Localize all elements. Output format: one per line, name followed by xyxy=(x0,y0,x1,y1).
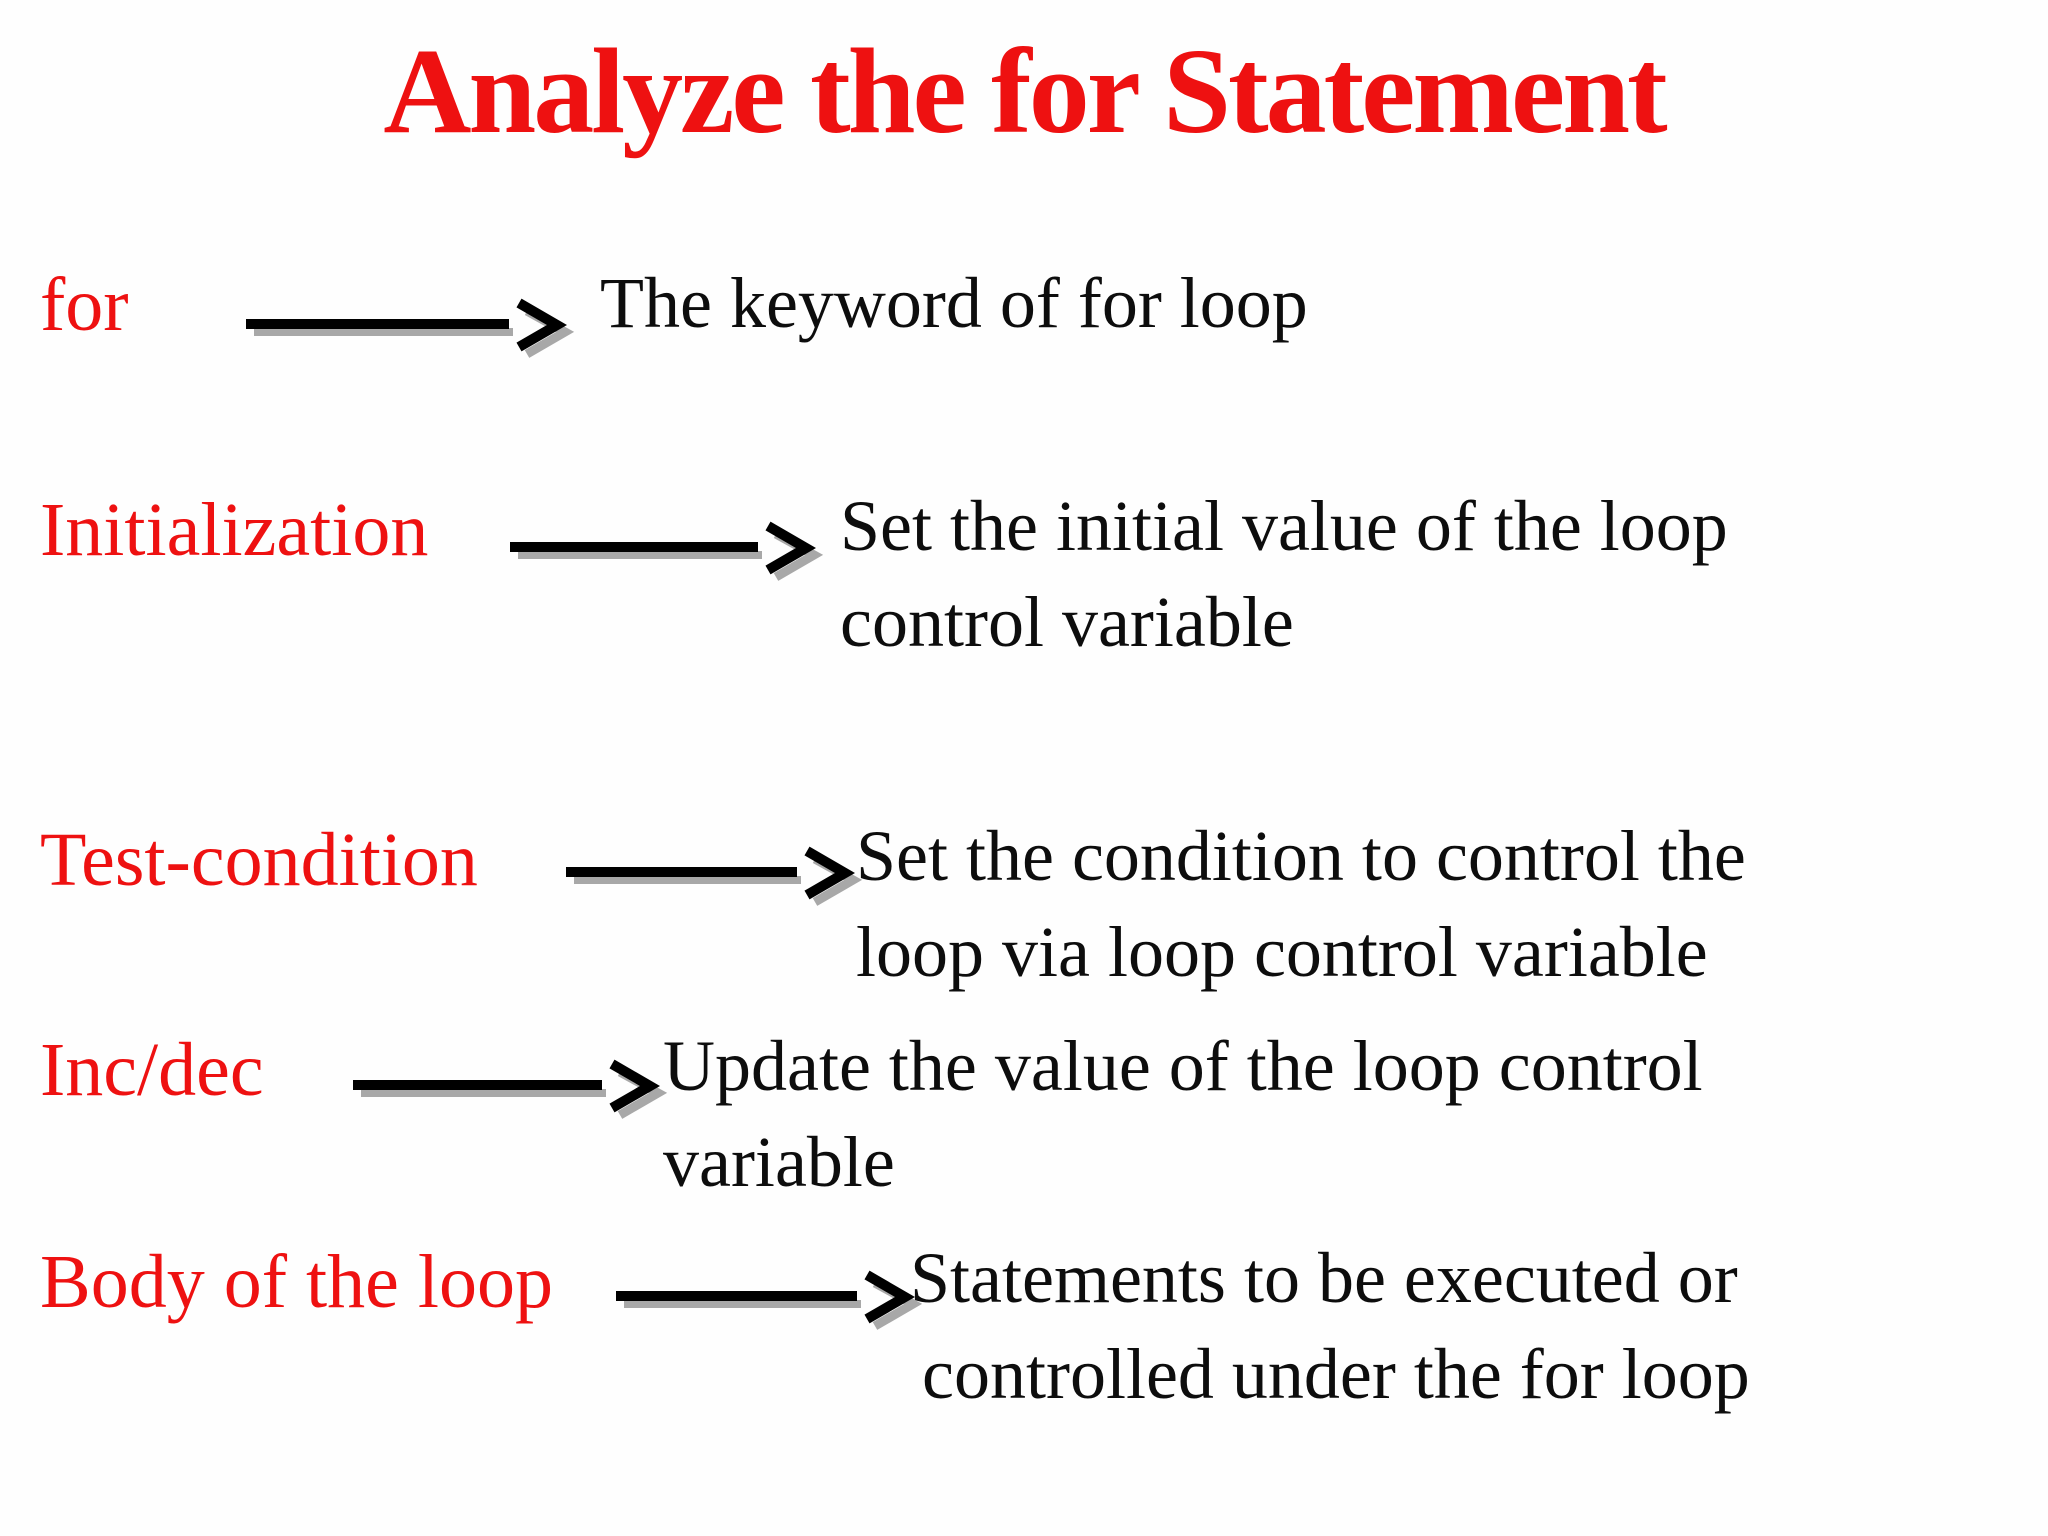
right-arrow-icon xyxy=(616,1270,923,1330)
slide-title: Analyze the for Statement xyxy=(383,24,1667,159)
row-description-initialization: Set the initial value of the loop contro… xyxy=(840,478,1728,670)
row-label-initialization: Initialization xyxy=(40,488,429,572)
description-line: loop via loop control variable xyxy=(856,912,1708,992)
description-line: The keyword of for loop xyxy=(600,263,1308,343)
row-label-for: for xyxy=(40,263,129,347)
row-label-body-of-the-loop: Body of the loop xyxy=(40,1240,553,1324)
description-line: control variable xyxy=(840,582,1294,662)
row-description-test-condition: Set the condition to control the loop vi… xyxy=(856,808,1746,1000)
description-line: variable xyxy=(663,1122,895,1202)
description-line: Statements to be executed or xyxy=(910,1238,1738,1318)
description-line: Set the condition to control the xyxy=(856,816,1746,896)
row-description-body-of-the-loop: Statements to be executed or controlled … xyxy=(910,1230,1750,1422)
row-description-inc-dec: Update the value of the loop control var… xyxy=(663,1018,1703,1210)
right-arrow-icon xyxy=(566,846,863,906)
row-label-inc-dec: Inc/dec xyxy=(40,1028,264,1112)
description-line: Set the initial value of the loop xyxy=(840,486,1728,566)
right-arrow-icon xyxy=(246,298,575,358)
description-line: controlled under the for loop xyxy=(922,1334,1750,1414)
row-description-for: The keyword of for loop xyxy=(600,255,1308,351)
right-arrow-icon xyxy=(510,521,824,581)
description-line: Update the value of the loop control xyxy=(663,1026,1703,1106)
row-label-test-condition: Test-condition xyxy=(40,818,478,902)
right-arrow-icon xyxy=(353,1059,668,1119)
